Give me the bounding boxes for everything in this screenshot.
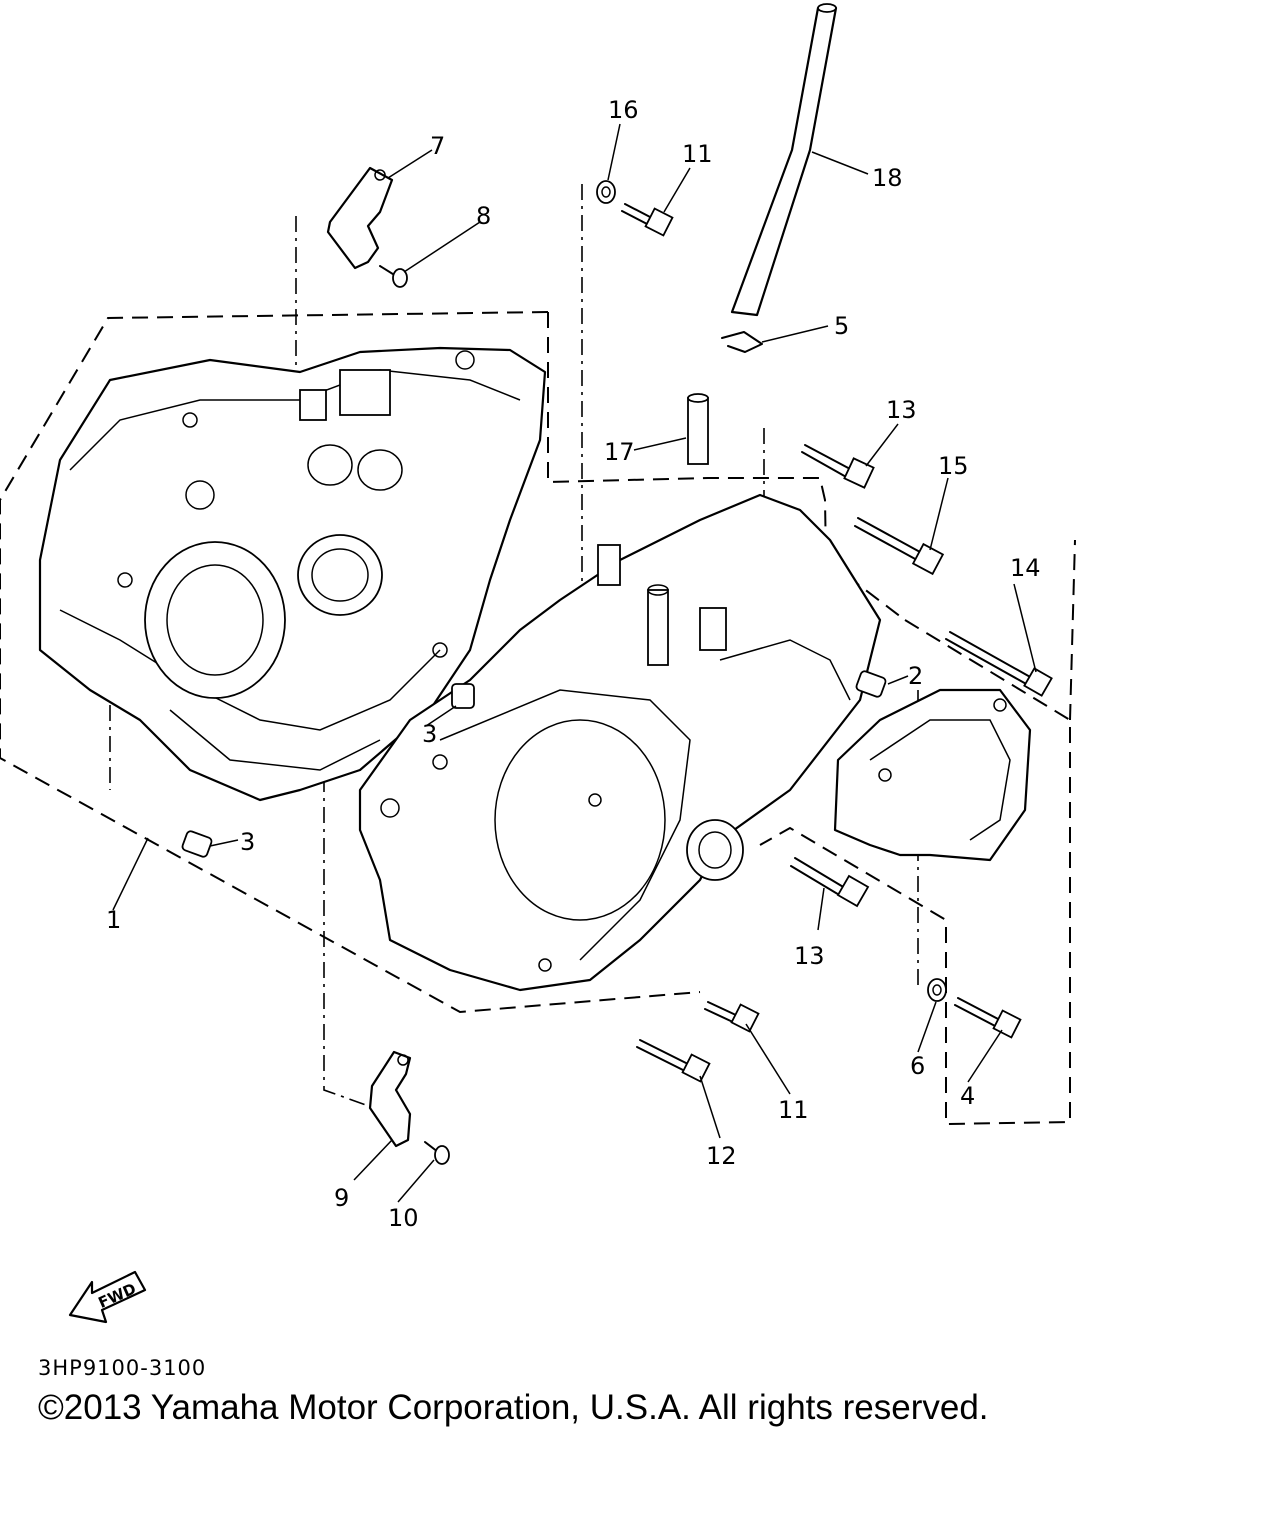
retainer-plate-9 [368, 1050, 412, 1148]
callout-14: 14 [1010, 554, 1041, 582]
bolt-12 [636, 1039, 711, 1083]
callout-5: 5 [834, 312, 849, 340]
washer-6 [927, 978, 947, 1002]
callout-10: 10 [388, 1204, 419, 1232]
callout-11-upper: 11 [682, 140, 713, 168]
side-cover [833, 688, 1032, 862]
callout-3-center: 3 [422, 720, 437, 748]
callout-15: 15 [938, 452, 969, 480]
screw-10 [424, 1141, 450, 1165]
retainer-plate-7 [326, 166, 394, 270]
callout-9: 9 [334, 1184, 349, 1212]
clip-5 [721, 331, 763, 353]
bolt-4 [954, 997, 1022, 1039]
screw-8 [379, 265, 408, 288]
washer-16 [596, 180, 616, 204]
catalog-code: 3HP9100-3100 [38, 1356, 207, 1380]
bolt-11-lower [704, 1001, 760, 1033]
fwd-arrow: FWD [68, 1270, 147, 1324]
callout-2: 2 [908, 662, 923, 690]
callout-12: 12 [706, 1142, 737, 1170]
callout-13-upper: 13 [886, 396, 917, 424]
callout-7: 7 [430, 132, 445, 160]
callout-16: 16 [608, 96, 639, 124]
callout-6: 6 [910, 1052, 925, 1080]
callout-4: 4 [960, 1082, 975, 1110]
hose-fitting-17 [687, 393, 709, 465]
callout-3-left: 3 [240, 828, 255, 856]
bolt-15 [854, 517, 945, 576]
callout-11-lower: 11 [778, 1096, 809, 1124]
dowel-pin-3-center [451, 683, 475, 709]
callout-13-lower: 13 [794, 942, 825, 970]
callout-17: 17 [604, 438, 635, 466]
exploded-parts-diagram: 1 2 3 3 4 5 6 7 8 9 10 11 11 12 13 13 14… [0, 3, 1076, 1324]
dowel-pin-2 [855, 670, 887, 698]
bolt-13-upper [801, 444, 875, 489]
bolt-13-lower [790, 857, 870, 908]
dowel-pin-3-left [181, 830, 213, 858]
callout-1: 1 [106, 906, 121, 934]
bolt-11-upper [621, 203, 674, 237]
breather-hose-18 [730, 3, 838, 317]
leader-lines [112, 123, 1037, 1203]
callout-numbers: 1 2 3 3 4 5 6 7 8 9 10 11 11 12 13 13 14… [106, 96, 1041, 1232]
right-crankcase [358, 493, 882, 992]
copyright-notice: ©2013 Yamaha Motor Corporation, U.S.A. A… [38, 1388, 989, 1427]
bolt-14 [945, 631, 1053, 697]
callout-18: 18 [872, 164, 903, 192]
callout-8: 8 [476, 202, 491, 230]
left-crankcase [38, 346, 547, 802]
